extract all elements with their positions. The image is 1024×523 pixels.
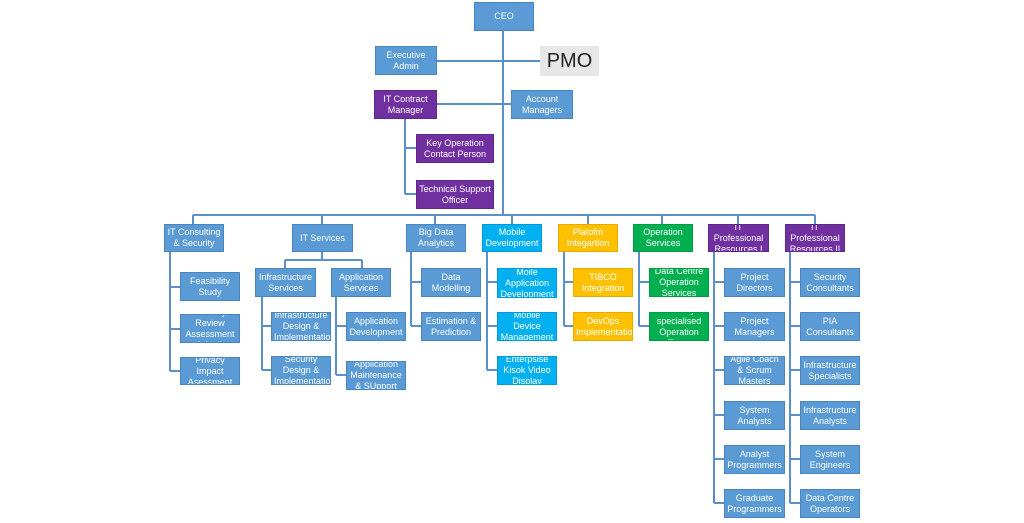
big-data-analytics-box: Big Data Analytics [406,224,466,252]
estimation-prediction-box: Estimation & Prediction [421,312,481,341]
system-engineers-box: System Engineers [800,445,860,474]
account-managers-box: Account Managers [511,90,573,119]
data-centre-operators-box: Data Centre Operators [800,489,860,518]
it-professional-resources-2-box: IT Professional Resources II [785,224,845,252]
system-analysts-box: System Analysts [724,401,785,430]
infrastructure-analysts-box: Infrastructure Analysts [800,401,860,430]
privacy-impact-assessment-box: Privacy Impact Asessment [180,357,240,385]
enterprise-kiosk-video-box: Enterpsise Kisok Video Display [497,356,557,385]
infrastructure-specialists-box: Infrastructure Specialists [800,356,860,385]
it-consulting-security-box: IT Consulting & Security [164,224,224,252]
agile-coach-scrum-masters-box: Agile Coach & Scrum Masters [724,356,785,385]
mobile-development-box: Mobile Development [482,224,542,252]
application-maintenance-support-box: Application Maintenance & SUpport [346,361,406,390]
devops-implementation-box: DevOps Implementation [573,312,633,341]
tibco-integration-box: TIBCO Integration [573,268,633,297]
ceo-box: CEO [474,2,534,31]
data-centre-operation-services-box: Data Centre Operation Services [649,268,709,297]
analyst-programmers-box: Analyst Programmers [724,445,785,474]
project-managers-box: Project Managers [724,312,785,341]
operation-services-box: Operation Services [633,224,693,252]
application-services-box: Application Services [331,268,391,297]
security-consultants-box: Security Consultants [800,268,860,297]
executive-admin-box: Executive Admin [375,46,437,75]
pmo-box: PMO [540,46,599,76]
it-services-box: IT Services [292,224,353,252]
security-review-assessment-box: Security Review Assessment & Audit [180,314,240,343]
it-professional-resources-1-box: IT Professional Resources I [708,224,769,252]
data-modelling-box: Data Modelling [421,268,481,297]
infrastructure-services-box: Infrastructure Services [255,268,316,297]
project-directors-box: Project Directors [724,268,785,297]
connector-lines [169,31,816,504]
pia-consultants-box: PIA Consultants [800,312,860,341]
security-design-implementation-box: Security Design & Implementation [271,356,331,385]
application-development-box: Application Development [346,312,406,341]
it-contract-manager-box: IT Contract Manager [374,90,437,119]
technical-support-officer-box: Technical Support Officer [416,180,494,209]
graduate-programmers-box: Graduate Programmers [724,489,785,518]
mobile-device-management-box: Mobile Device Management [497,312,557,341]
mobile-application-development-box: Moile Application Development [497,268,557,298]
key-operation-contact-box: Key Operation Contact Person [416,134,494,163]
feasibility-study-box: Feasibility Study [180,272,240,301]
infrastructure-design-implementation-box: Infrastructure Design & Implementation [271,312,331,341]
industry-specialised-operation-box: Industry specialised Operation Team [649,312,709,341]
platform-integration-box: Platofm Integartion [558,224,618,252]
